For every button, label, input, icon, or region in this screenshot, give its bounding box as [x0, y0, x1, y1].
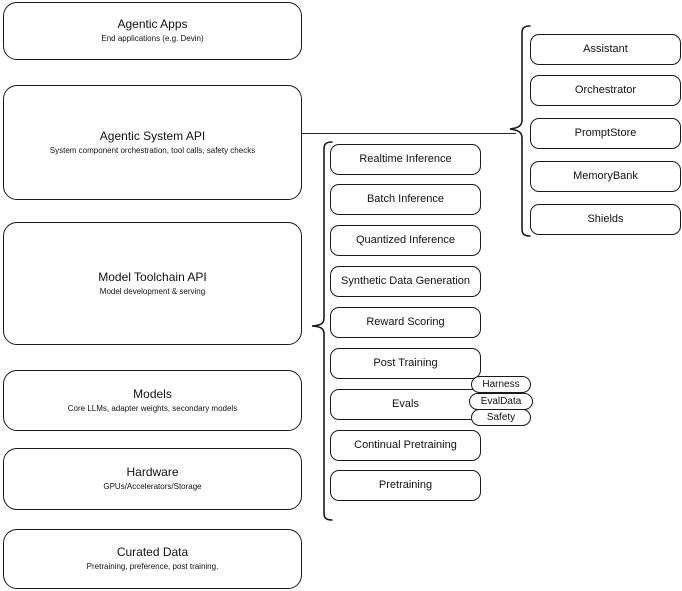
component-label: Pretraining: [378, 479, 433, 491]
eval-badge-harness[interactable]: Harness: [471, 376, 531, 393]
layer-title: Hardware: [126, 465, 179, 479]
component-label: PromptStore: [574, 127, 637, 139]
layer-title: Agentic System API: [99, 128, 206, 143]
component-evals[interactable]: Evals: [330, 389, 481, 420]
layer-models[interactable]: Models Core LLMs, adapter weights, secon…: [3, 370, 302, 431]
layer-subtitle: End applications (e.g. Devin): [101, 34, 204, 43]
eval-badge-evaldata[interactable]: EvalData: [469, 393, 533, 410]
component-label: MemoryBank: [573, 170, 638, 182]
component-continual-pretraining[interactable]: Continual Pretraining: [330, 430, 481, 461]
component-assistant[interactable]: Assistant: [530, 34, 681, 65]
component-shields[interactable]: Shields: [530, 204, 681, 235]
component-label: Orchestrator: [574, 84, 637, 96]
component-label: Continual Pretraining: [354, 439, 457, 451]
layer-title: Model Toolchain API: [98, 269, 207, 284]
eval-badge-label: Safety: [486, 412, 516, 423]
layer-title: Agentic Apps: [117, 17, 188, 31]
layer-agentic-apps[interactable]: Agentic Apps End applications (e.g. Devi…: [3, 2, 302, 60]
layer-curated-data[interactable]: Curated Data Pretraining, preference, po…: [3, 529, 302, 589]
component-quantized-inference[interactable]: Quantized Inference: [330, 225, 481, 256]
component-label: Shields: [587, 213, 624, 225]
brace-system-components: [509, 25, 531, 237]
layer-title: Models: [133, 386, 172, 401]
connector-system-api-to-components: [302, 133, 516, 134]
component-reward-scoring[interactable]: Reward Scoring: [330, 307, 481, 338]
component-label: Post Training: [373, 357, 438, 369]
layer-subtitle: System component orchestration, tool cal…: [49, 145, 256, 155]
eval-badge-label: EvalData: [480, 396, 522, 407]
layer-subtitle: GPUs/Accelerators/Storage: [103, 482, 202, 491]
layer-hardware[interactable]: Hardware GPUs/Accelerators/Storage: [3, 448, 302, 510]
component-promptstore[interactable]: PromptStore: [530, 118, 681, 149]
component-label: Realtime Inference: [359, 153, 452, 165]
component-label: Reward Scoring: [366, 316, 445, 328]
layer-model-toolchain-api[interactable]: Model Toolchain API Model development & …: [3, 222, 302, 345]
component-realtime-inference[interactable]: Realtime Inference: [330, 144, 481, 175]
component-synthetic-data-generation[interactable]: Synthetic Data Generation: [330, 266, 481, 297]
component-label: Quantized Inference: [355, 234, 456, 246]
eval-badge-label: Harness: [482, 379, 520, 390]
component-label: Evals: [392, 398, 419, 410]
eval-badge-safety[interactable]: Safety: [471, 409, 531, 426]
layer-agentic-system-api[interactable]: Agentic System API System component orch…: [3, 85, 302, 200]
layer-subtitle: Model development & serving: [99, 286, 206, 296]
component-label: Synthetic Data Generation: [340, 275, 471, 287]
layer-subtitle: Core LLMs, adapter weights, secondary mo…: [67, 403, 238, 413]
component-orchestrator[interactable]: Orchestrator: [530, 75, 681, 106]
component-post-training[interactable]: Post Training: [330, 348, 481, 379]
component-batch-inference[interactable]: Batch Inference: [330, 184, 481, 215]
component-label: Assistant: [583, 43, 628, 55]
layer-title: Curated Data: [116, 545, 189, 559]
component-label: Batch Inference: [366, 193, 445, 205]
layer-subtitle: Pretraining, preference, post training.: [86, 562, 219, 571]
brace-toolchain: [311, 141, 333, 521]
component-pretraining[interactable]: Pretraining: [330, 470, 481, 501]
component-memorybank[interactable]: MemoryBank: [530, 161, 681, 192]
